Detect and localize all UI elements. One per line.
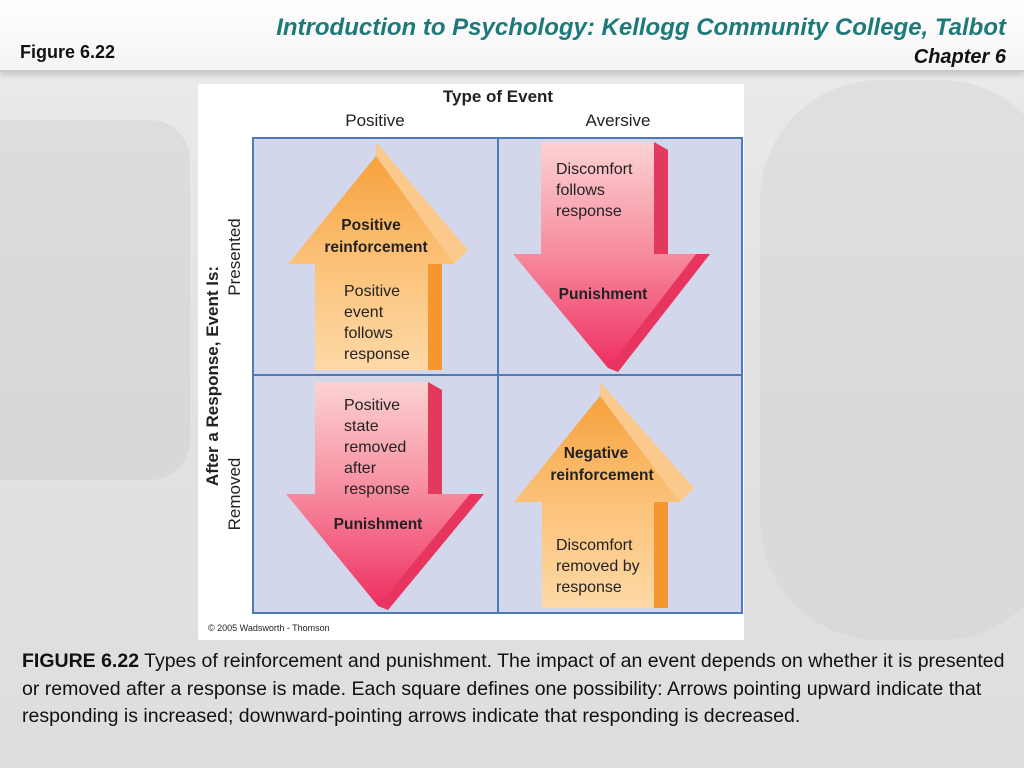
row-axis-title: After a Response, Event Is:	[203, 266, 222, 486]
up-arrow-negative-reinforcement	[514, 382, 694, 608]
chapter-label: Chapter 6	[913, 46, 1006, 68]
q2-description: Discomfort follows response	[556, 161, 633, 220]
background-shape-left	[0, 120, 190, 480]
q3-desc-line: Positive	[344, 397, 400, 414]
header-band: Introduction to Psychology: Kellogg Comm…	[0, 0, 1024, 72]
q3-description: Positive state removed after response	[344, 397, 410, 498]
q1-title-line2: reinforcement	[324, 239, 427, 256]
q3-desc-line: state	[344, 418, 379, 435]
caption-label: FIGURE 6.22	[22, 650, 140, 672]
q4-title-line2: reinforcement	[550, 467, 653, 484]
q2-desc-line: follows	[556, 182, 605, 199]
q4-desc-line: response	[556, 579, 622, 596]
figure-label: Figure 6.22	[20, 42, 116, 62]
q2-desc-line: response	[556, 203, 622, 220]
reinforcement-diagram: Type of Event Positive Aversive After a …	[203, 87, 743, 633]
q4-title-line1: Negative	[564, 445, 629, 462]
q3-desc-line: response	[344, 481, 410, 498]
q1-desc-line: event	[344, 304, 384, 321]
up-arrow-positive-reinforcement	[288, 142, 468, 370]
figure-panel: Type of Event Positive Aversive After a …	[198, 84, 744, 640]
down-arrow-punishment-presented	[513, 142, 710, 372]
q2-desc-line: Discomfort	[556, 161, 633, 178]
q3-desc-line: removed	[344, 439, 406, 456]
down-arrow-punishment-removed	[286, 382, 484, 610]
caption-text: Types of reinforcement and punishment. T…	[22, 650, 1005, 727]
q4-desc-line: removed by	[556, 558, 640, 575]
q4-desc-line: Discomfort	[556, 537, 633, 554]
column-label-aversive: Aversive	[586, 111, 651, 130]
q3-desc-line: after	[344, 460, 377, 477]
row-label-removed: Removed	[225, 458, 244, 531]
q1-desc-line: response	[344, 346, 410, 363]
course-title: Introduction to Psychology: Kellogg Comm…	[276, 14, 1006, 41]
q1-description: Positive event follows response	[344, 283, 410, 363]
q1-title-line1: Positive	[341, 217, 401, 234]
q1-desc-line: Positive	[344, 283, 400, 300]
figure-caption: FIGURE 6.22 Types of reinforcement and p…	[22, 648, 1012, 731]
q1-desc-line: follows	[344, 325, 393, 342]
background-shape-right	[760, 80, 1024, 640]
copyright-notice: © 2005 Wadsworth - Thomson	[208, 623, 330, 633]
q4-description: Discomfort removed by response	[556, 537, 640, 596]
q3-title: Punishment	[334, 516, 423, 533]
type-of-event-title: Type of Event	[443, 87, 554, 106]
column-label-positive: Positive	[345, 111, 405, 130]
row-label-presented: Presented	[225, 218, 244, 296]
q2-title: Punishment	[559, 286, 648, 303]
